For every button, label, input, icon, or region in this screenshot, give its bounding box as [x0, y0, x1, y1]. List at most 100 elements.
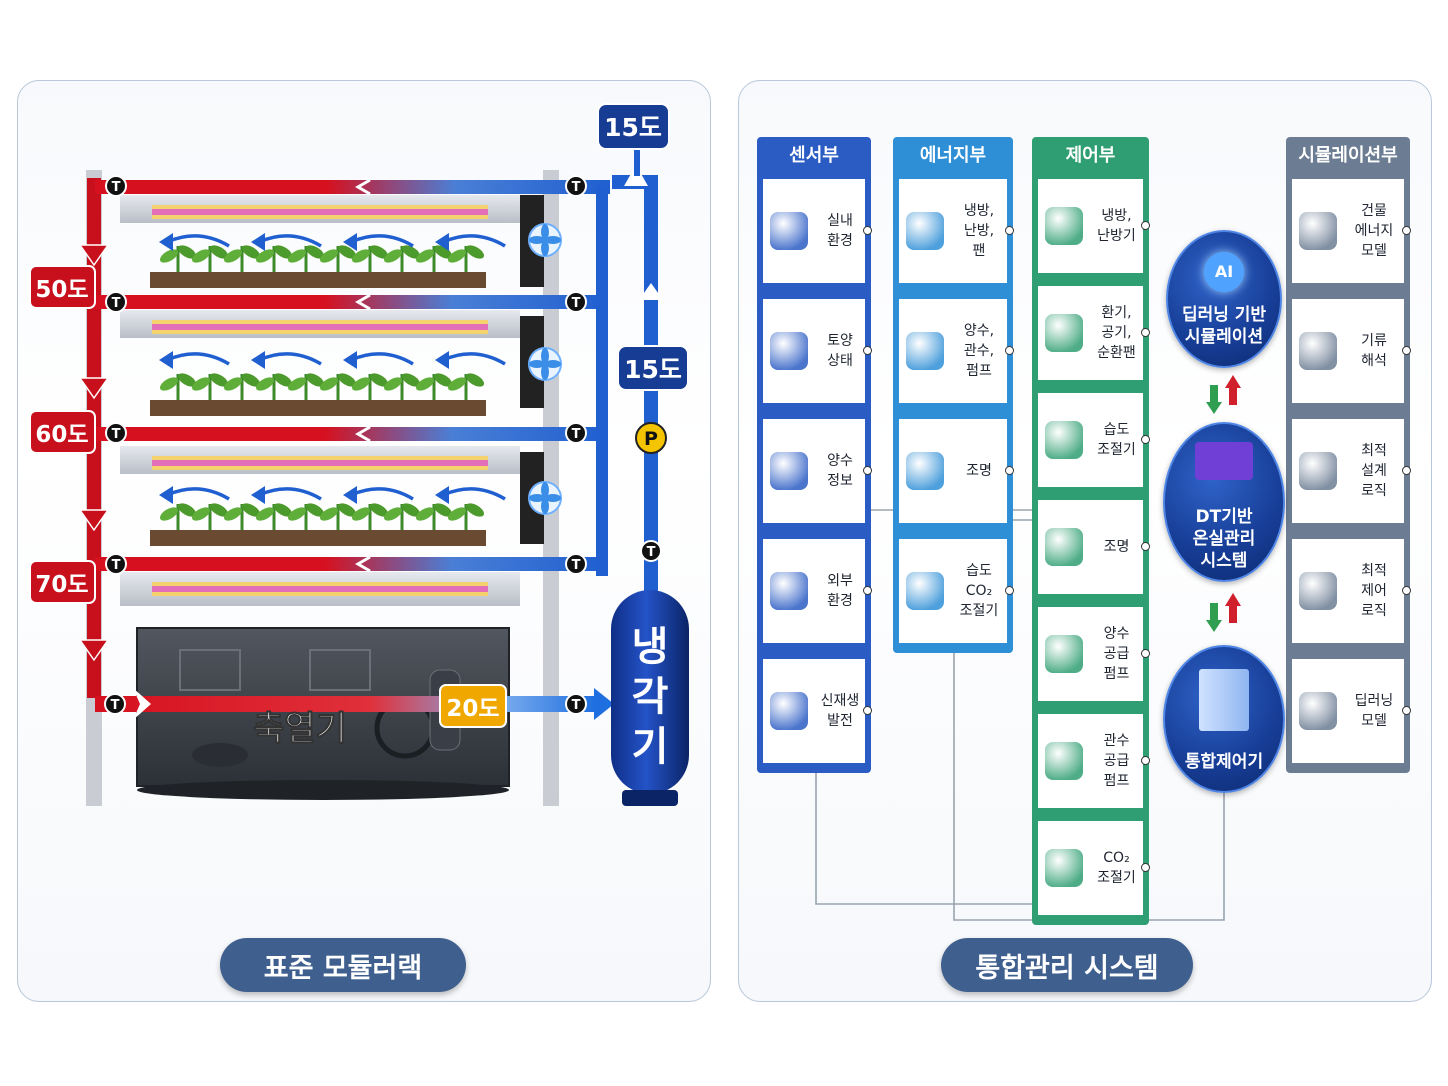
airflow-arrow [251, 486, 322, 504]
module-label: 신재생 발전 [820, 693, 860, 729]
plant [223, 373, 261, 400]
airflow-arrow [251, 351, 322, 369]
module-label: 실내 환경 [827, 213, 853, 249]
irrigation-pump-icon [1038, 735, 1090, 787]
plant [351, 245, 389, 272]
down-arrow [78, 509, 110, 532]
module-label: 건물 에너지 모델 [1354, 203, 1394, 259]
cooler-label: 냉각기 [632, 624, 669, 770]
connector-dot [863, 466, 872, 475]
supply-pump-icon [1038, 628, 1090, 680]
weather-icon [763, 565, 815, 617]
soil-sprout-icon [763, 325, 815, 377]
plant [319, 373, 357, 400]
sync-arrows-bottom [1206, 593, 1241, 632]
module-label: 습도 조절기 [1097, 422, 1136, 458]
module-item: CO₂ 조절기 [1038, 821, 1143, 915]
airflow-arrow [159, 233, 230, 251]
connector-dot [1005, 226, 1014, 235]
sensor-label: T [572, 180, 581, 195]
plant [255, 373, 293, 400]
temp-badge-60: 60도 [29, 410, 96, 454]
module-label: 조명 [1103, 539, 1130, 555]
temp-50-label: 50도 [35, 277, 88, 303]
plant [191, 373, 229, 400]
module-label: 양수, 관수, 펌프 [963, 323, 995, 379]
flow-arrow-into-cooler [594, 688, 614, 720]
circulation-fans [528, 223, 562, 515]
flow-chevron [355, 293, 371, 311]
deep-learning-simulation-label: 딥러닝 기반 시뮬레이션 [1181, 305, 1267, 347]
plant [223, 245, 261, 272]
module-item: 양수 정보 [763, 419, 865, 523]
cold-supply-vertical [596, 186, 608, 576]
dt-greenhouse-system-label: DT기반 온실관리 시스템 [1192, 507, 1256, 571]
server-rack-icon [1199, 669, 1249, 731]
airflow-arrow [343, 233, 414, 251]
pump-indicator: P [635, 422, 667, 454]
airflow-arrow [435, 486, 506, 504]
module-label: CO₂ 조절기 [1097, 850, 1136, 886]
module-item: 냉방, 난방, 팬 [899, 179, 1007, 283]
building-icon [763, 205, 815, 257]
temp-badge-storage: 20도 [439, 684, 507, 728]
temperature-sensor-icon: T [565, 291, 587, 313]
plant [287, 503, 325, 530]
fan-icon [1038, 307, 1090, 359]
bulb-cycle-icon [899, 445, 951, 497]
module-item: 신재생 발전 [763, 659, 865, 763]
airflow-arrow [251, 233, 322, 251]
module-item: 기류 해석 [1292, 299, 1404, 403]
flow-chevron [355, 555, 371, 573]
connector-dot [1402, 226, 1411, 235]
humidifier-icon [1038, 414, 1090, 466]
airflow-arrow [159, 351, 230, 369]
air-conditioner-icon [1038, 200, 1090, 252]
plant [287, 373, 325, 400]
module-item: 딥러닝 모델 [1292, 659, 1404, 763]
temperature-sensor-icon: T [105, 291, 127, 313]
plant [415, 373, 453, 400]
plant [447, 245, 485, 272]
sensor-label: T [647, 545, 656, 560]
module-item: 최적 설계 로직 [1292, 419, 1404, 523]
temp-70-label: 70도 [35, 572, 88, 598]
plant [351, 503, 389, 530]
module-item: 조명 [1038, 500, 1143, 594]
plant [159, 373, 197, 400]
fan-icon [528, 223, 562, 257]
connector-dot [1141, 328, 1150, 337]
plant [191, 503, 229, 530]
shelf-3 [120, 446, 544, 546]
down-arrow [78, 244, 110, 267]
design-logic-icon [1292, 445, 1344, 497]
temperature-sensor-icon: T [105, 175, 127, 197]
airflow-arrow [435, 233, 506, 251]
plant-rows [159, 245, 485, 530]
flow-chevron [355, 425, 371, 443]
pipe-flow-chevrons [355, 178, 371, 573]
module-label: 최적 제어 로직 [1361, 563, 1387, 619]
airflow-arrow [343, 486, 414, 504]
airflow-icon [1292, 325, 1344, 377]
module-item: 토양 상태 [763, 299, 865, 403]
module-item: 냉방, 난방기 [1038, 179, 1143, 273]
sensor-label: T [112, 180, 121, 195]
module-item: 조명 [899, 419, 1007, 523]
module-item: 관수 공급 펌프 [1038, 714, 1143, 808]
module-label: 최적 설계 로직 [1361, 443, 1387, 499]
temperature-sensor-icon: T [105, 422, 127, 444]
cooler-char: 기 [632, 724, 669, 770]
module-label: 양수 정보 [827, 453, 853, 489]
plant [447, 503, 485, 530]
module-label: 환기, 공기, 순환팬 [1097, 305, 1136, 361]
connector-dot [863, 586, 872, 595]
humidity-cycle-icon [899, 565, 951, 617]
module-label: 냉방, 난방기 [1097, 208, 1136, 244]
temp-badge-top: 15도 [597, 103, 670, 150]
connector-dot [1402, 586, 1411, 595]
temp-60-label: 60도 [35, 422, 88, 448]
temp-mid-label: 15도 [624, 355, 682, 384]
plant [383, 373, 421, 400]
